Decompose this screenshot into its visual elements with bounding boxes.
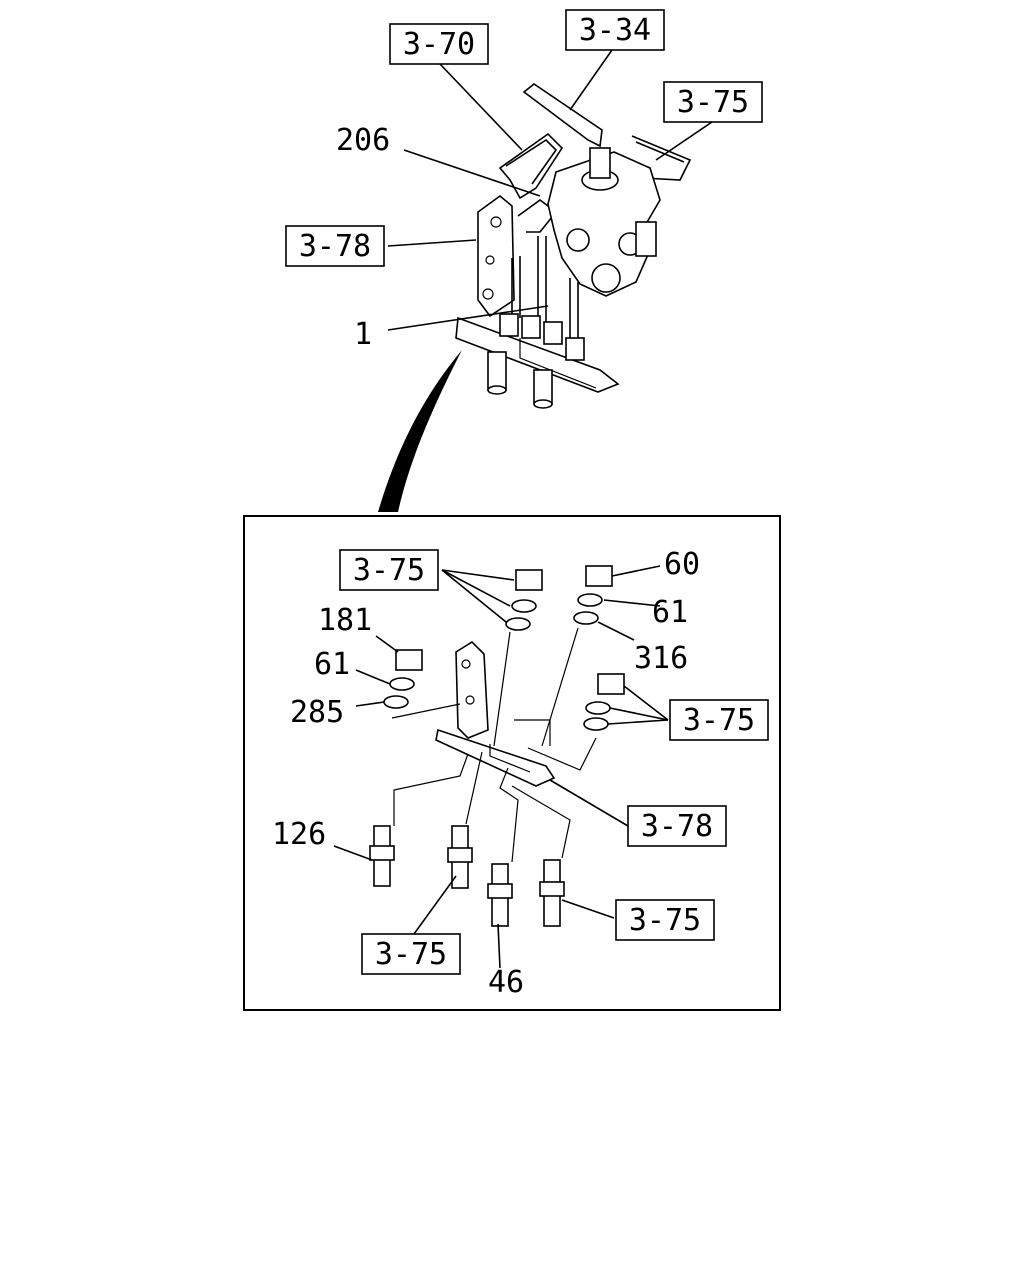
- fuel-pump-assembly: [378, 83, 692, 512]
- part-285[interactable]: 285: [290, 695, 344, 730]
- part-61-left[interactable]: 61: [314, 647, 350, 682]
- svg-text:3-70: 3-70: [403, 27, 475, 62]
- svg-text:3-75: 3-75: [353, 553, 425, 588]
- svg-text:3-78: 3-78: [299, 229, 371, 264]
- part-206[interactable]: 206: [336, 123, 390, 158]
- svg-text:3-75: 3-75: [683, 703, 755, 738]
- ref-box-3-75-c[interactable]: 3-75: [615, 899, 715, 941]
- ref-box-3-78-top[interactable]: 3-78: [285, 225, 385, 267]
- ref-box-3-70[interactable]: 3-70: [389, 23, 489, 65]
- detail-frame: [243, 515, 781, 1011]
- svg-text:3-75: 3-75: [677, 85, 749, 120]
- ref-box-3-75-top[interactable]: 3-75: [663, 81, 763, 123]
- detail-parts: [369, 565, 625, 927]
- part-46[interactable]: 46: [488, 965, 524, 1000]
- part-316[interactable]: 316: [634, 641, 688, 676]
- svg-text:3-75: 3-75: [375, 937, 447, 972]
- leader-lines: [333, 49, 713, 969]
- ref-box-3-75-d[interactable]: 3-75: [361, 933, 461, 975]
- ref-box-3-78-b[interactable]: 3-78: [627, 805, 727, 847]
- part-126[interactable]: 126: [272, 817, 326, 852]
- ref-box-3-34[interactable]: 3-34: [565, 9, 665, 51]
- part-1[interactable]: 1: [354, 317, 372, 352]
- part-181[interactable]: 181: [318, 603, 372, 638]
- svg-text:3-78: 3-78: [641, 809, 713, 844]
- ref-box-3-75-a[interactable]: 3-75: [339, 549, 439, 591]
- part-60[interactable]: 60: [664, 547, 700, 582]
- svg-text:3-75: 3-75: [629, 903, 701, 938]
- svg-text:3-34: 3-34: [579, 13, 651, 48]
- ref-box-3-75-b[interactable]: 3-75: [669, 699, 769, 741]
- part-61-right[interactable]: 61: [652, 595, 688, 630]
